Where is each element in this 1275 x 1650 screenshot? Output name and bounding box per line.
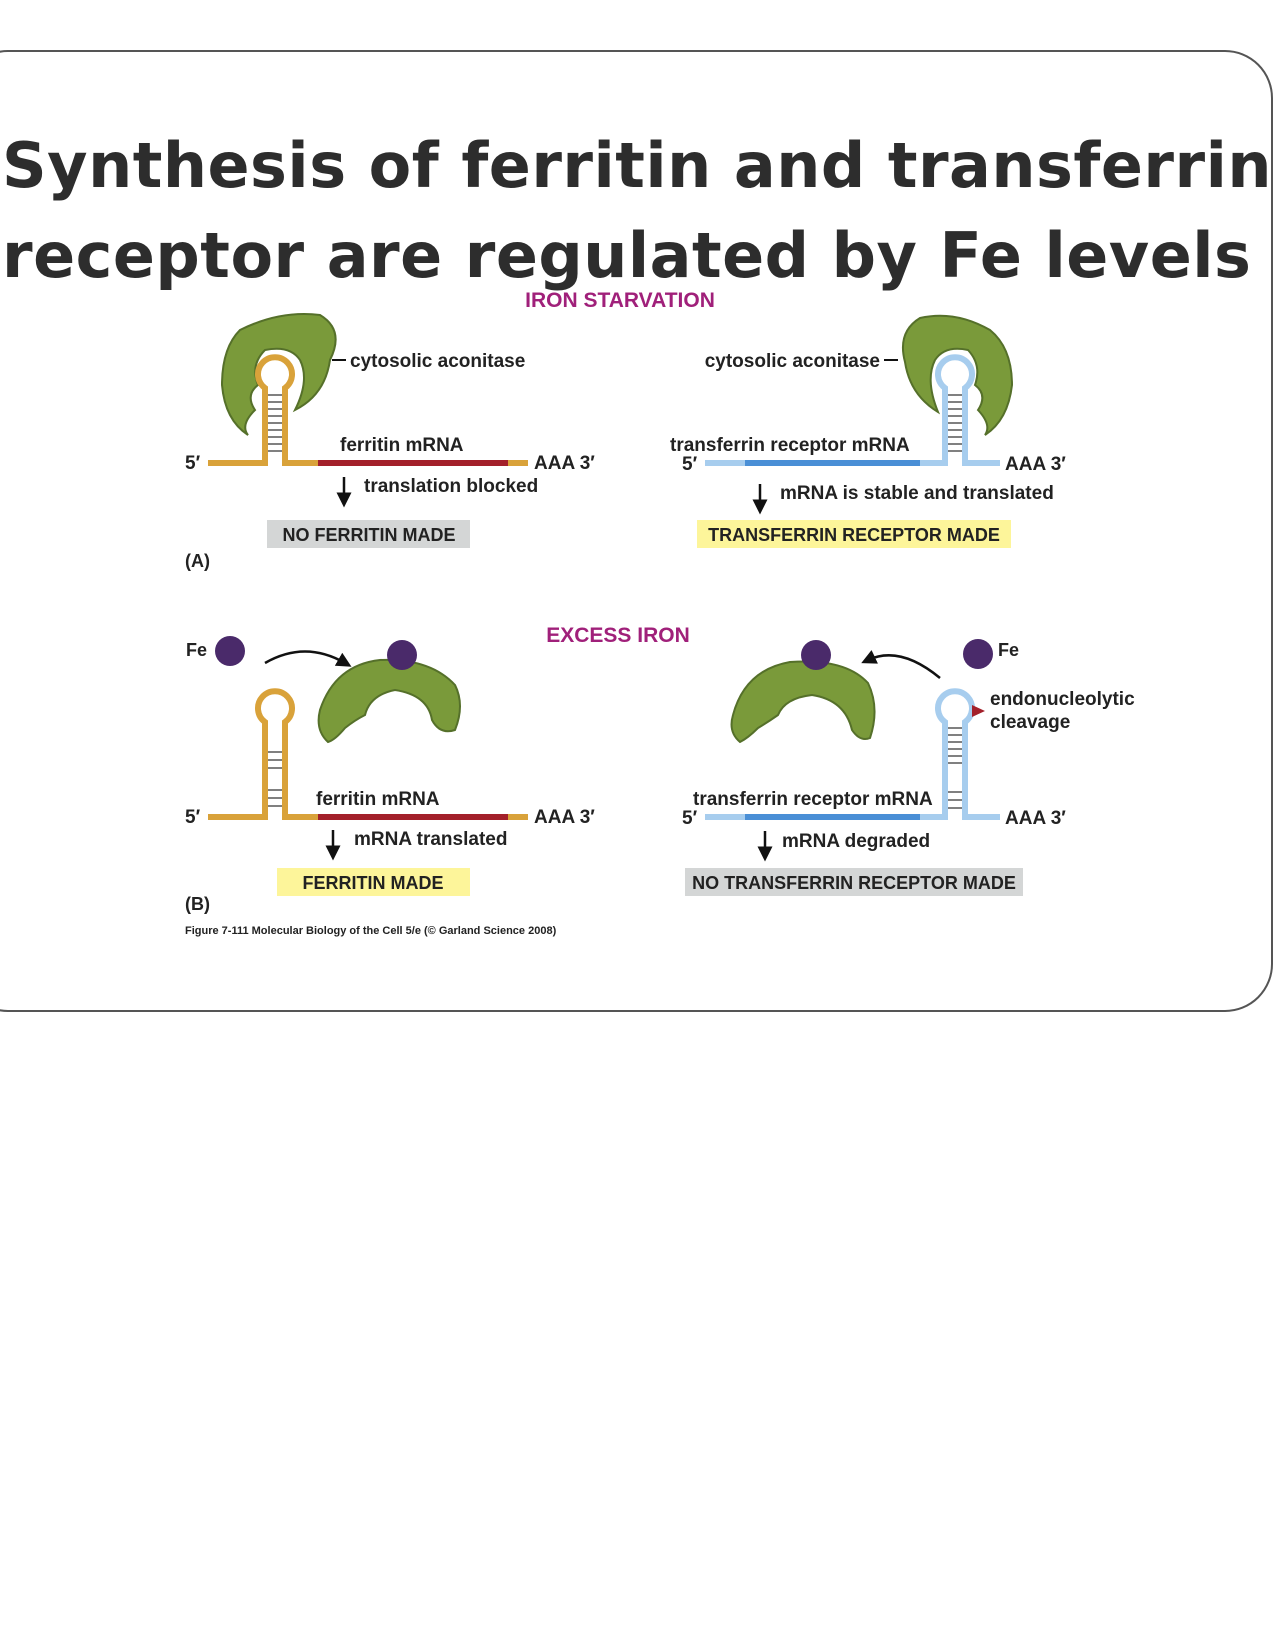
excess-iron-heading: EXCESS IRON [546, 624, 690, 647]
slide-title-line-2: receptor are regulated by Fe levels [2, 219, 1252, 292]
no-ferritin-box [267, 520, 470, 548]
five-prime-b-left: 5′ [185, 807, 201, 828]
ferritin-mrna-line-b [208, 688, 320, 820]
iron-bound-aconitase [801, 640, 831, 670]
panel-b-label: (B) [185, 894, 210, 914]
no-tfr-box [685, 868, 1023, 896]
slide-frame [0, 50, 1273, 1012]
slide-title-line-1: Synthesis of ferritin and transferrin [2, 129, 1272, 202]
tfr-mrna-bound-aconitase [705, 314, 1014, 466]
cleavage-label-1: endonucleolytic [990, 689, 1135, 710]
aconitase-protein [220, 313, 337, 436]
aconitase-label-a-left: cytosolic aconitase [350, 351, 525, 372]
ferritin-mrna-label-b: ferritin mRNA [316, 789, 440, 810]
panel-a-label: (A) [185, 551, 210, 571]
translation-blocked-text: translation blocked [364, 476, 538, 497]
ferritin-mrna-bound-aconitase [208, 313, 528, 466]
tfr-mrna-line [705, 354, 1000, 466]
mrna-stable-text: mRNA is stable and translated [780, 483, 1054, 504]
five-prime-a-left: 5′ [185, 453, 201, 474]
aconitase-protein [901, 314, 1014, 436]
ferritin-made: FERRITIN MADE [303, 873, 444, 893]
five-prime-b-right: 5′ [682, 808, 698, 829]
fe-label-b-right: Fe [998, 640, 1019, 660]
iron-bound-aconitase [387, 640, 417, 670]
three-prime-b-right: AAA 3′ [1005, 808, 1066, 829]
mrna-degraded-text: mRNA degraded [782, 831, 930, 852]
tfr-mrna-label-a: transferrin receptor mRNA [670, 435, 910, 456]
iron-ion [215, 636, 245, 666]
iron-transfer-arrow [264, 650, 352, 667]
three-prime-a-left: AAA 3′ [534, 453, 595, 474]
tfr-made-box [697, 520, 1011, 548]
ferritin-mrna-line [208, 354, 320, 466]
five-prime-a-right: 5′ [682, 454, 698, 475]
three-prime-b-left: AAA 3′ [534, 807, 595, 828]
no-ferritin-made: NO FERRITIN MADE [283, 525, 456, 545]
cleavage-marker [972, 705, 985, 717]
tfr-mrna-label-b: transferrin receptor mRNA [693, 789, 933, 810]
aconitase-label-a-right: cytosolic aconitase [705, 351, 880, 372]
iron-starvation-heading: IRON STARVATION [525, 289, 715, 312]
tfr-mrna-line-b [705, 688, 1000, 820]
fe-label-b-left: Fe [186, 640, 207, 660]
iron-ion [963, 639, 993, 669]
cleavage-label-2: cleavage [990, 712, 1070, 733]
figure-caption: Figure 7-111 Molecular Biology of the Ce… [185, 925, 557, 937]
tfr-made: TRANSFERRIN RECEPTOR MADE [708, 525, 1000, 545]
aconitase-protein [317, 658, 461, 744]
mrna-translated-text: mRNA translated [354, 829, 507, 850]
ferritin-made-box [277, 868, 470, 896]
three-prime-a-right: AAA 3′ [1005, 454, 1066, 475]
ferritin-mrna-label-a: ferritin mRNA [340, 435, 464, 456]
aconitase-protein [730, 660, 876, 744]
iron-transfer-arrow [861, 650, 941, 679]
no-tfr-made: NO TRANSFERRIN RECEPTOR MADE [692, 873, 1016, 893]
